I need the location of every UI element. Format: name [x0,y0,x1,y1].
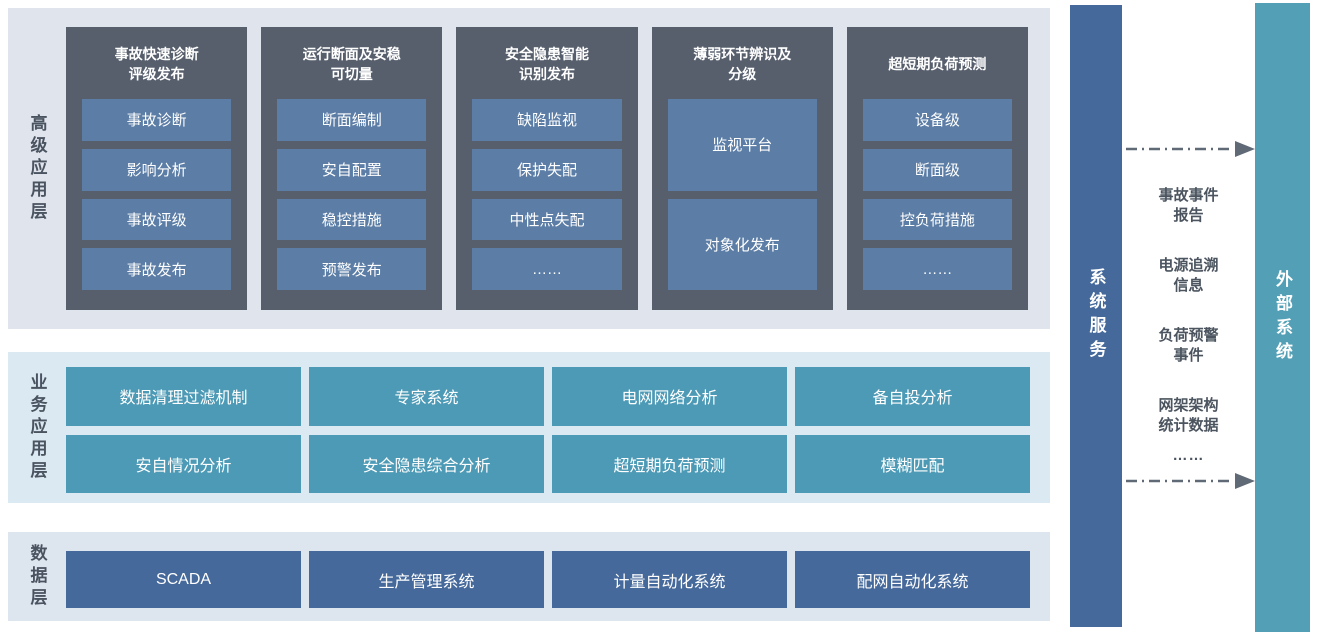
data-flow-arrow-top [1126,141,1255,157]
module-item: 设备级 [862,99,1013,141]
module-item: 事故评级 [82,198,232,241]
data-source-item: 配网自动化系统 [795,551,1030,608]
data-layer: 数据层 SCADA 生产管理系统 计量自动化系统 配网自动化系统 [8,532,1050,621]
module-item: …… [472,248,622,290]
module-title: 超短期负荷预测 [888,56,987,73]
data-source-item: SCADA [66,551,301,608]
external-system-label: 外部系统 [1273,269,1292,366]
module-item: 稳控措施 [277,198,427,241]
exchange-item-ellipsis: …… [1172,447,1205,464]
module-item: 影响分析 [82,148,232,191]
module-item: …… [862,248,1013,290]
module-item: 缺陷监视 [472,99,622,141]
system-service-label: 系统服务 [1086,268,1106,364]
module-items: 监视平台 对象化发布 [667,99,817,290]
exchange-item: 电源追溯 信息 [1158,257,1219,294]
exchange-item: 负荷预警 事件 [1158,327,1219,364]
module-title: 运行断面及安稳 可切量 [302,46,401,82]
module-item: 保护失配 [472,148,622,191]
business-item: 备自投分析 [795,367,1030,426]
business-item: 安全隐患综合分析 [309,434,544,493]
module-operation-section: 运行断面及安稳 可切量 断面编制 安自配置 稳控措施 预警发布 [261,27,443,310]
advanced-layer-gutter: 高级应用层 [8,8,66,329]
module-title: 安全隐患智能 识别发布 [505,46,589,82]
advanced-application-layer: 高级应用层 事故快速诊断 评级发布 事故诊断 影响分析 事故评级 事故发布 运行… [8,8,1050,329]
module-item: 事故诊断 [82,99,232,141]
data-layer-row: SCADA 生产管理系统 计量自动化系统 配网自动化系统 [66,532,1050,621]
module-title: 事故快速诊断 评级发布 [114,46,199,82]
data-layer-label: 数据层 [27,543,47,610]
module-item: 断面编制 [277,99,427,141]
business-item: 模糊匹配 [795,434,1030,493]
module-accident-diagnosis: 事故快速诊断 评级发布 事故诊断 影响分析 事故评级 事故发布 [66,27,248,310]
exchange-item: 网架架构 统计数据 [1158,397,1219,434]
business-item: 专家系统 [309,367,544,426]
business-item: 电网网络分析 [552,367,787,426]
advanced-layer-label: 高级应用层 [27,113,47,224]
module-item: 对象化发布 [667,198,817,290]
data-flow-arrow-bottom [1126,473,1255,489]
data-layer-gutter: 数据层 [8,532,66,621]
module-item: 事故发布 [82,248,232,290]
module-hidden-danger-identification: 安全隐患智能 识别发布 缺陷监视 保护失配 中性点失配 …… [456,27,638,310]
module-ultra-short-term-load-forecast: 超短期负荷预测 设备级 断面级 控负荷措施 …… [846,27,1029,310]
module-item: 断面级 [862,148,1013,191]
module-weak-link-grading: 薄弱环节辨识及 分级 监视平台 对象化发布 [651,27,833,310]
exchange-item: 事故事件 报告 [1158,187,1219,224]
module-items: 设备级 断面级 控负荷措施 …… [862,99,1013,290]
business-layer-label: 业务应用层 [27,372,47,483]
module-item: 预警发布 [277,248,427,290]
business-layer-grid: 数据清理过滤机制 专家系统 电网网络分析 备自投分析 安自情况分析 安全隐患综合… [66,352,1050,503]
module-title: 薄弱环节辨识及 分级 [693,46,792,82]
data-source-item: 计量自动化系统 [552,551,787,608]
external-system-bar: 外部系统 [1255,3,1310,632]
business-layer-gutter: 业务应用层 [8,352,66,503]
business-item: 安自情况分析 [66,434,301,493]
exchange-data-list: 事故事件 报告 电源追溯 信息 负荷预警 事件 网架架构 统计数据 …… [1122,186,1255,466]
advanced-layer-columns: 事故快速诊断 评级发布 事故诊断 影响分析 事故评级 事故发布 运行断面及安稳 … [66,8,1050,329]
module-item: 监视平台 [667,99,817,191]
business-item: 超短期负荷预测 [552,434,787,493]
module-item: 中性点失配 [472,198,622,241]
business-item: 数据清理过滤机制 [66,367,301,426]
module-item: 安自配置 [277,148,427,191]
data-source-item: 生产管理系统 [309,551,544,608]
business-application-layer: 业务应用层 数据清理过滤机制 专家系统 电网网络分析 备自投分析 安自情况分析 … [8,352,1050,503]
system-service-bar: 系统服务 [1070,5,1122,627]
module-item: 控负荷措施 [862,198,1013,241]
module-items: 缺陷监视 保护失配 中性点失配 …… [472,99,622,290]
module-items: 事故诊断 影响分析 事故评级 事故发布 [82,99,232,290]
module-items: 断面编制 安自配置 稳控措施 预警发布 [277,99,427,290]
